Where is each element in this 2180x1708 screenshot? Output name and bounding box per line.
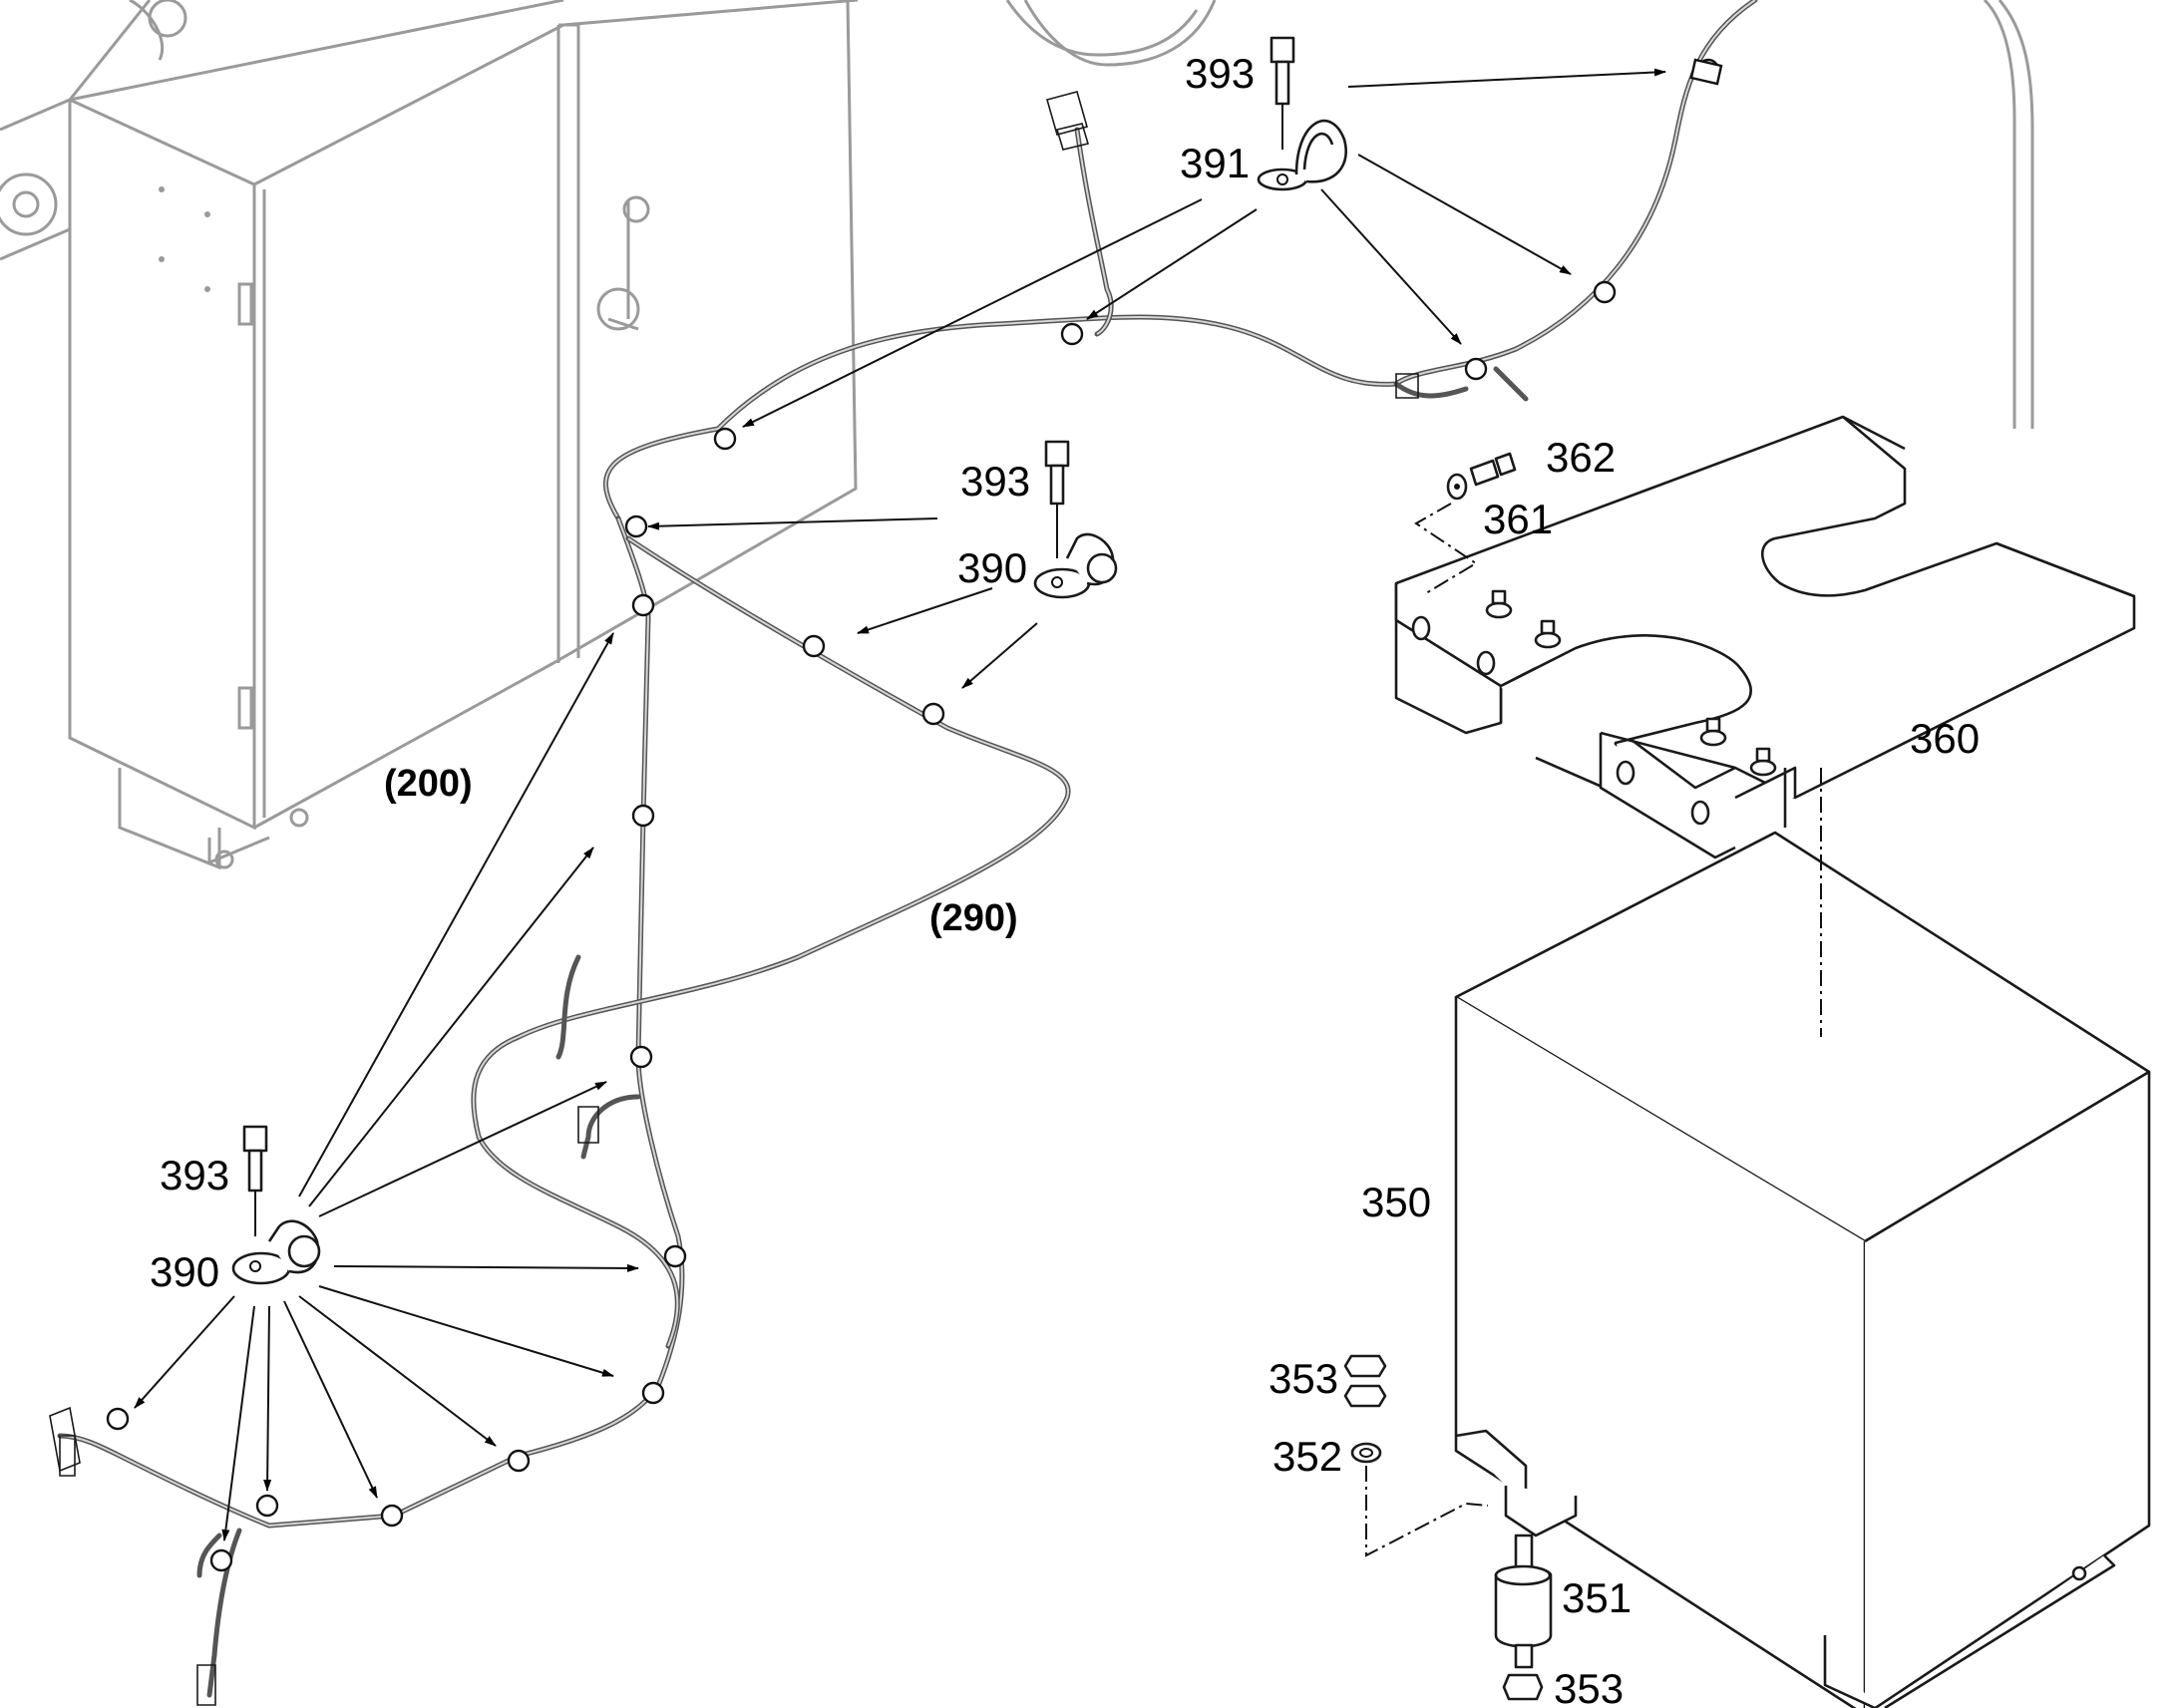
assembly-label-200: (200) bbox=[384, 763, 473, 805]
nuts-353-washer-352 bbox=[1343, 1354, 1489, 1557]
isolation-mount-351 bbox=[1494, 1534, 1553, 1701]
callout-labels: 393 391 393 390 393 390 362 361 360 350 … bbox=[150, 50, 1980, 1708]
callout-393-top: 393 bbox=[1185, 50, 1255, 97]
p-clamp-391 bbox=[1257, 119, 1347, 191]
callout-393-low: 393 bbox=[160, 1152, 229, 1198]
cable-clip bbox=[921, 702, 945, 726]
callout-361: 361 bbox=[1483, 496, 1553, 542]
callout-352: 352 bbox=[1272, 1433, 1342, 1480]
cable-clip bbox=[631, 804, 655, 828]
p-clamp-390-low bbox=[231, 1219, 321, 1285]
cable-clip bbox=[641, 1381, 665, 1405]
callout-360: 360 bbox=[1910, 715, 1980, 762]
screw-393-mid bbox=[1044, 440, 1070, 558]
callout-393-mid: 393 bbox=[960, 458, 1030, 505]
callout-353-bottom: 353 bbox=[1554, 1665, 1624, 1708]
callout-351: 351 bbox=[1562, 1574, 1632, 1621]
cable-clip bbox=[802, 634, 826, 658]
callout-390-low: 390 bbox=[150, 1248, 219, 1295]
cable-clip bbox=[209, 1548, 233, 1572]
cable-clip bbox=[1593, 280, 1617, 304]
mounting-bracket-360 bbox=[1394, 415, 2136, 859]
cable-clips bbox=[106, 58, 1723, 1572]
screw-393-top bbox=[1270, 36, 1295, 150]
callout-353-top: 353 bbox=[1269, 1355, 1338, 1402]
callout-362: 362 bbox=[1546, 434, 1616, 481]
leader-arrows bbox=[134, 68, 1666, 1541]
assembly-label-290: (290) bbox=[929, 897, 1018, 939]
cable-clip bbox=[663, 1244, 687, 1268]
cable-clip bbox=[380, 1504, 404, 1528]
cable-clip bbox=[631, 593, 655, 617]
cable-clip bbox=[624, 514, 648, 538]
cable-clip bbox=[713, 427, 737, 451]
callout-390-mid: 390 bbox=[957, 544, 1027, 591]
cable-clip bbox=[629, 1045, 653, 1069]
cable-clip bbox=[255, 1494, 279, 1518]
callout-391: 391 bbox=[1180, 140, 1250, 186]
cable-clip bbox=[1060, 322, 1084, 346]
cable-clip bbox=[1464, 357, 1488, 381]
cable-harness bbox=[49, 0, 1758, 1706]
enclosure-box-350 bbox=[1454, 768, 2151, 1708]
p-clamp-390-mid bbox=[1033, 532, 1118, 599]
screw-362-washer-361 bbox=[1414, 452, 1517, 594]
cable-clip bbox=[507, 1449, 531, 1473]
cable-clip bbox=[106, 1407, 130, 1431]
callout-350: 350 bbox=[1361, 1179, 1431, 1225]
screw-393-low bbox=[242, 1125, 268, 1236]
